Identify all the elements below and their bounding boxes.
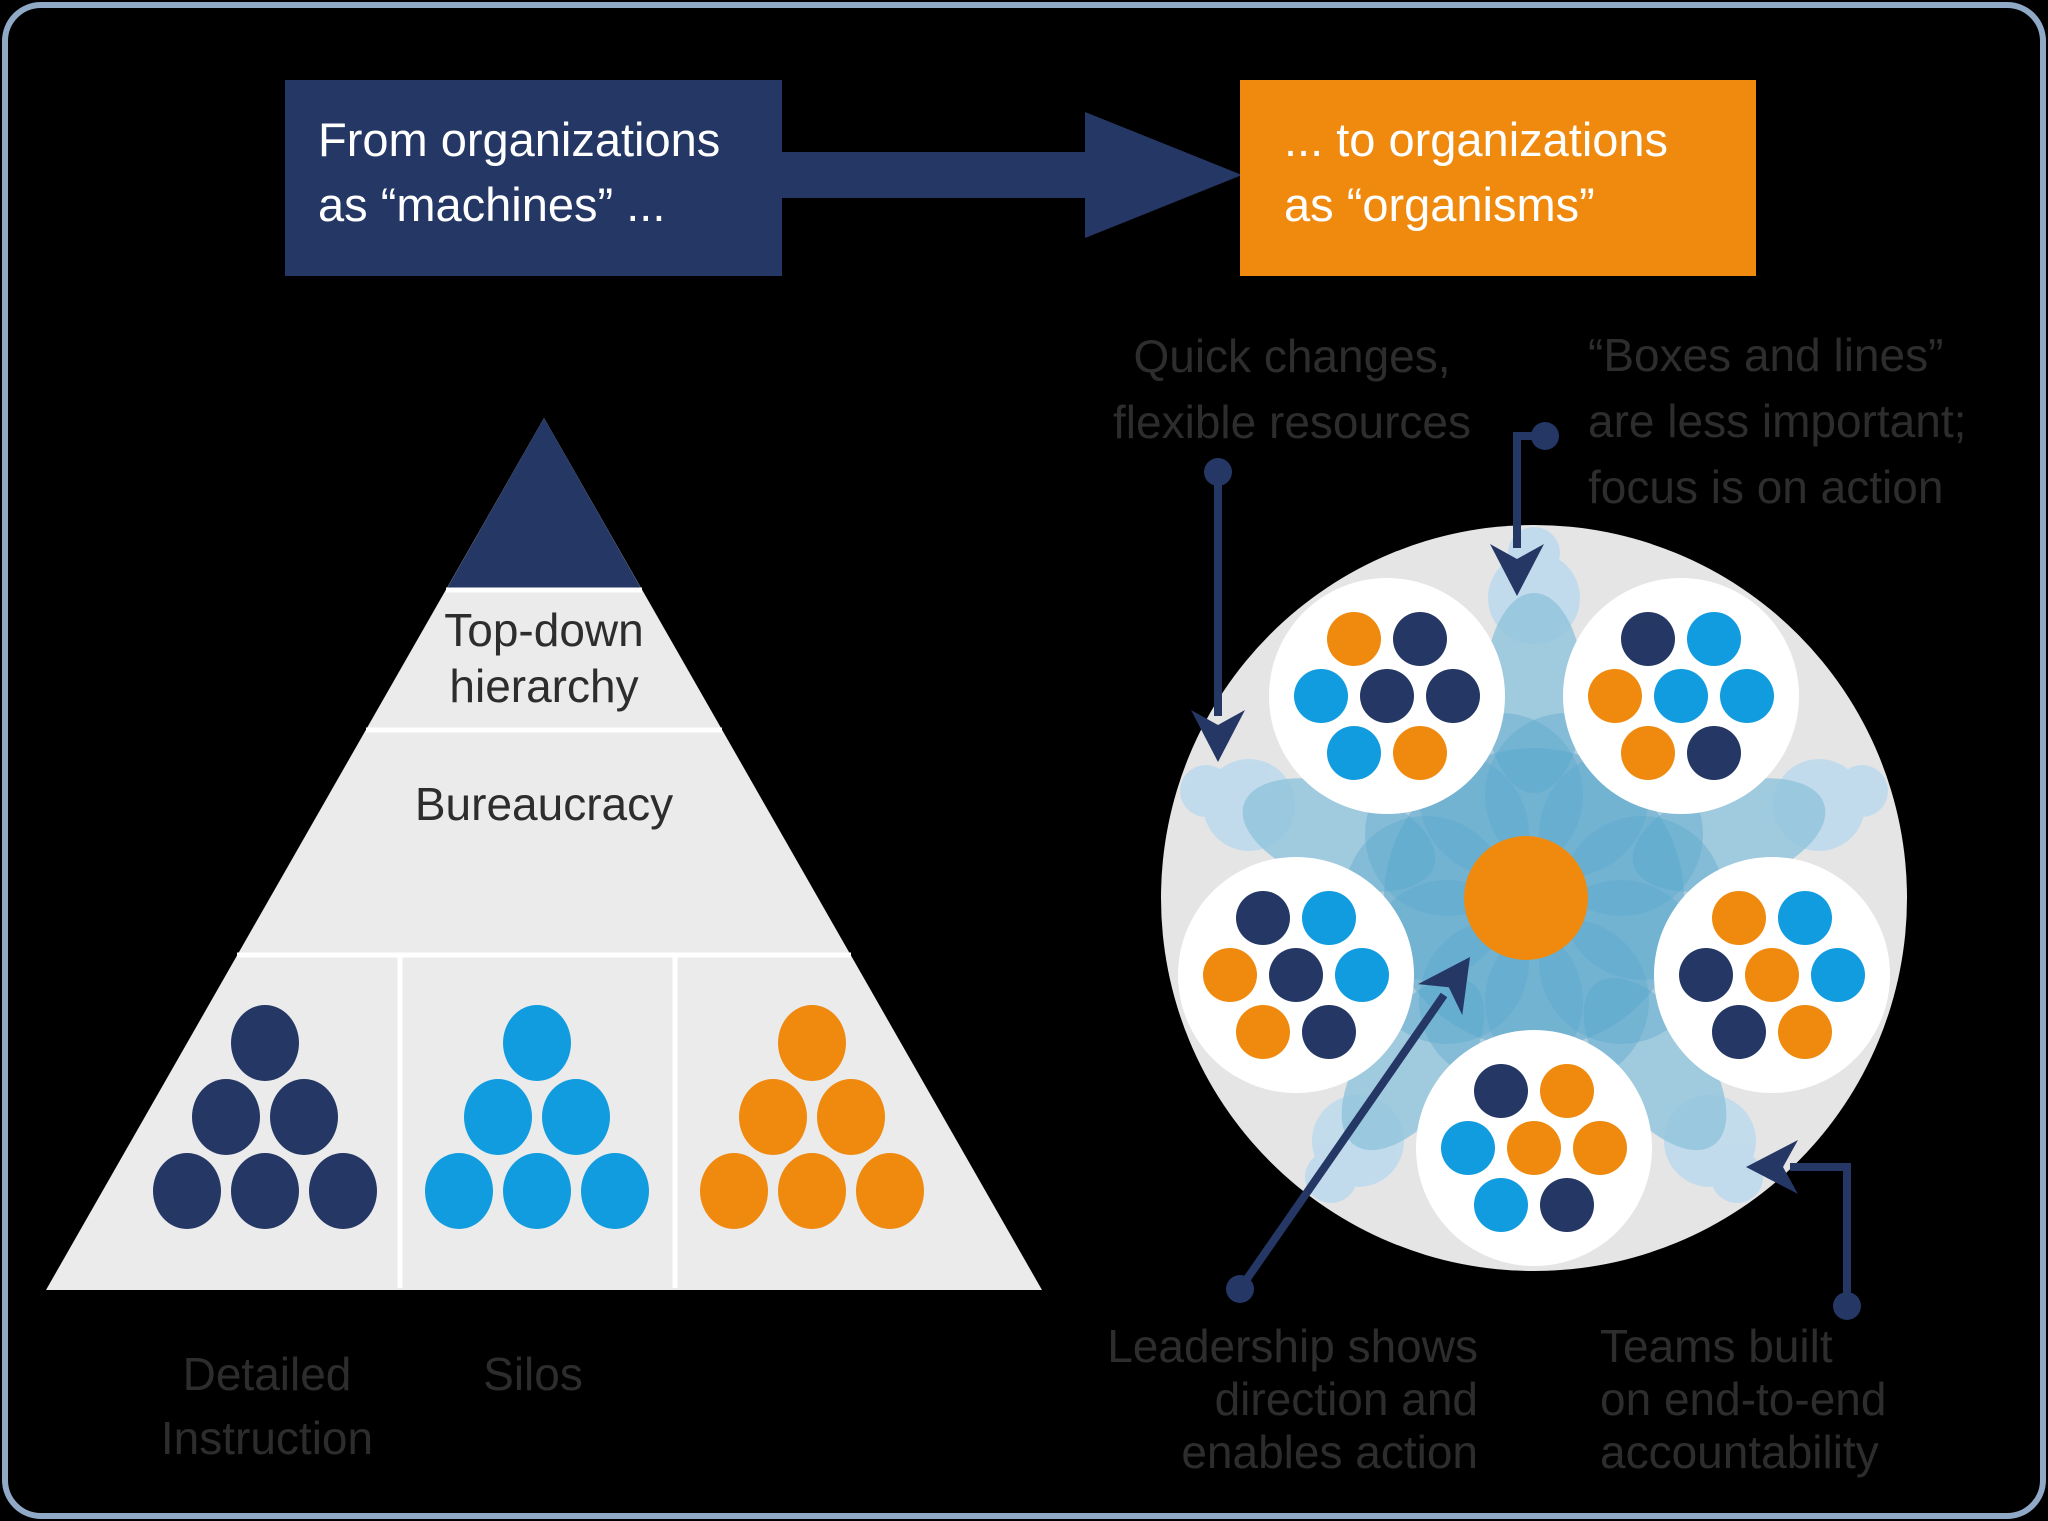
- from-machines-box: [285, 80, 782, 276]
- member-dot: [1573, 1121, 1627, 1175]
- silo-cluster-navy: [153, 1005, 377, 1229]
- member-dot: [1474, 1064, 1528, 1118]
- member-dot: [1426, 669, 1480, 723]
- silos-label: Silos: [483, 1348, 583, 1400]
- teams-line3: accountability: [1600, 1426, 1879, 1478]
- pyramid-cap: [446, 418, 642, 590]
- team-circle-mid-left: [1178, 857, 1414, 1093]
- team-circle-bottom: [1416, 1030, 1652, 1266]
- member-dot: [1393, 726, 1447, 780]
- member-dot: [1712, 1005, 1766, 1059]
- bureaucracy-label: Bureaucracy: [415, 778, 673, 830]
- member-dot: [1679, 948, 1733, 1002]
- annotations: Quick changes, flexible resources “Boxes…: [1107, 329, 1966, 1478]
- top-down-label-line1: Top-down: [444, 604, 643, 656]
- member-dot: [1327, 612, 1381, 666]
- detailed-instruction-label-line2: Instruction: [161, 1412, 373, 1464]
- member-dot: [1236, 891, 1290, 945]
- member-dot: [1720, 669, 1774, 723]
- team-circle-top-left: [1269, 578, 1505, 814]
- member-dot: [1441, 1121, 1495, 1175]
- transition-arrow: [782, 112, 1242, 238]
- member-dot: [1811, 948, 1865, 1002]
- member-dot: [1540, 1064, 1594, 1118]
- member-dot: [1654, 669, 1708, 723]
- quick-changes-callout-arrow: [1191, 458, 1245, 762]
- quick-changes-line2: flexible resources: [1113, 396, 1471, 448]
- member-dot: [1335, 948, 1389, 1002]
- leadership-line3: enables action: [1181, 1426, 1478, 1478]
- member-dot: [1236, 1005, 1290, 1059]
- pyramid: Top-down hierarchy Bureaucracy Detailed …: [46, 418, 1042, 1464]
- member-dot: [1474, 1178, 1528, 1232]
- boxes-lines-line3: focus is on action: [1588, 461, 1943, 513]
- member-dot: [1269, 948, 1323, 1002]
- member-dot: [1203, 948, 1257, 1002]
- top-down-label-line2: hierarchy: [449, 660, 638, 712]
- member-dot: [1745, 948, 1799, 1002]
- member-dot: [1393, 612, 1447, 666]
- member-dot: [1507, 1121, 1561, 1175]
- boxes-lines-line1: “Boxes and lines”: [1588, 329, 1943, 381]
- member-dot: [1302, 1005, 1356, 1059]
- member-dot: [1778, 1005, 1832, 1059]
- from-box-line2: as “machines” ...: [318, 178, 665, 231]
- member-dot: [1302, 891, 1356, 945]
- teams-callout-arrow: [1746, 1140, 1861, 1320]
- teams-line2: on end-to-end: [1600, 1373, 1886, 1425]
- member-dot: [1588, 669, 1642, 723]
- member-dot: [1621, 726, 1675, 780]
- member-dot: [1687, 612, 1741, 666]
- leadership-center-circle: [1464, 836, 1588, 960]
- member-dot: [1327, 726, 1381, 780]
- header: From organizations as “machines” ... ...…: [285, 80, 1756, 276]
- team-circle-top-right: [1563, 578, 1799, 814]
- from-box-line1: From organizations: [318, 113, 720, 166]
- member-dot: [1778, 891, 1832, 945]
- organism: [1161, 525, 1907, 1271]
- to-organisms-box: [1240, 80, 1756, 276]
- boxes-lines-line2: are less important;: [1588, 395, 1966, 447]
- member-dot: [1540, 1178, 1594, 1232]
- silo-cluster-blue: [425, 1005, 649, 1229]
- member-dot: [1621, 612, 1675, 666]
- member-dot: [1360, 669, 1414, 723]
- member-dot: [1294, 669, 1348, 723]
- team-circle-mid-right: [1654, 857, 1890, 1093]
- boxes-lines-callout-arrow: [1490, 422, 1559, 596]
- silo-cluster-orange: [700, 1005, 924, 1229]
- member-dot: [1687, 726, 1741, 780]
- member-dot: [1712, 891, 1766, 945]
- quick-changes-line1: Quick changes,: [1133, 330, 1450, 382]
- to-box-line2: as “organisms”: [1284, 178, 1595, 231]
- leadership-callout-arrow: [1226, 957, 1470, 1303]
- teams-line1: Teams built: [1600, 1320, 1833, 1372]
- leadership-line2: direction and: [1215, 1373, 1478, 1425]
- detailed-instruction-label-line1: Detailed: [183, 1348, 352, 1400]
- to-box-line1: ... to organizations: [1284, 113, 1668, 166]
- leadership-line1: Leadership shows: [1107, 1320, 1478, 1372]
